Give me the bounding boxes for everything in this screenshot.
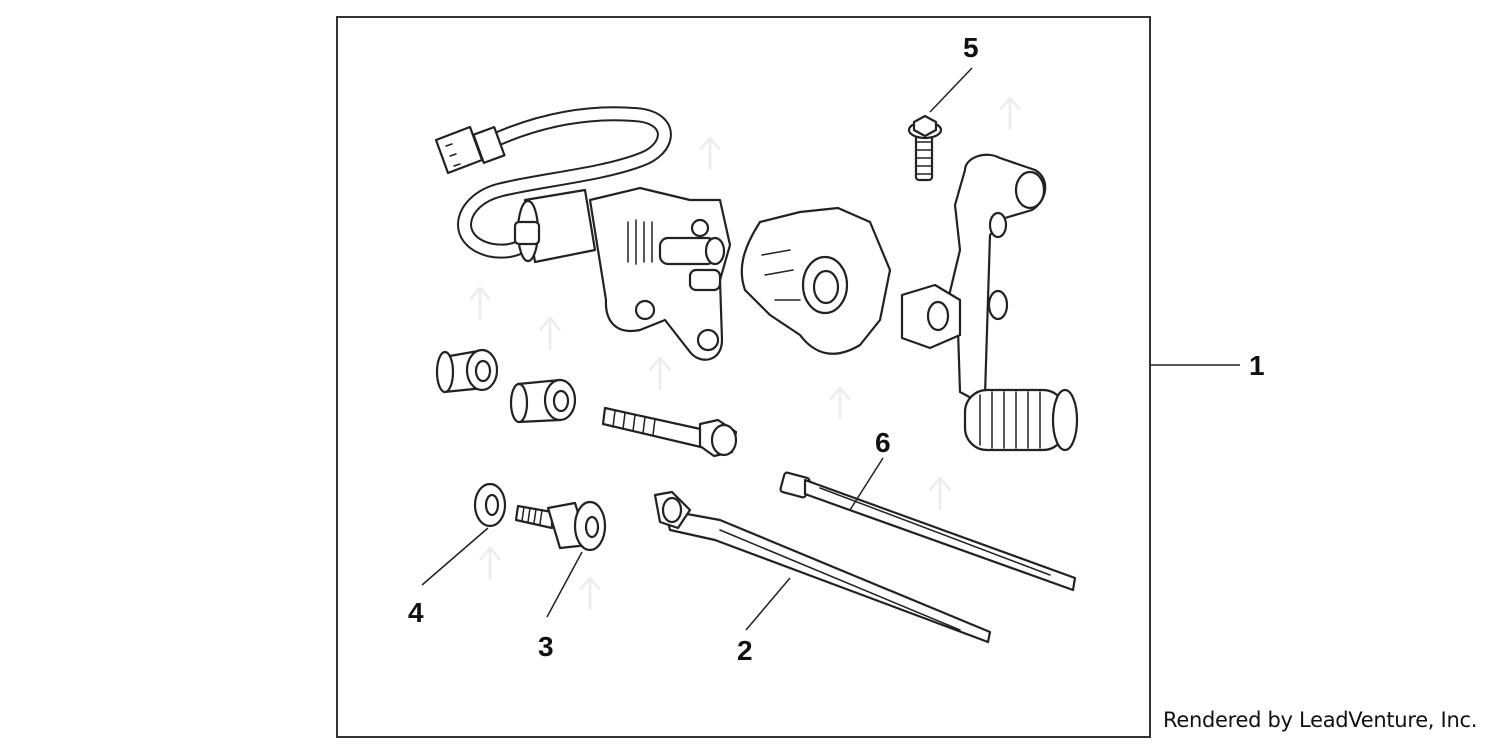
cable-tie-icon xyxy=(653,490,992,644)
quick-shifter-sensor-icon xyxy=(434,106,732,361)
leader-3 xyxy=(546,551,583,618)
callout-4: 4 xyxy=(408,597,424,628)
leader-4 xyxy=(421,527,489,586)
leader-6 xyxy=(849,457,884,511)
collar-bolt-icon xyxy=(514,500,607,552)
bolt-icon xyxy=(907,114,943,182)
leader-5 xyxy=(929,67,973,113)
callout-6: 6 xyxy=(875,427,891,458)
washer-icon xyxy=(473,482,507,528)
sensor-cover-icon xyxy=(740,206,892,355)
kit-frame xyxy=(336,16,1151,738)
callout-5: 5 xyxy=(963,32,979,63)
shift-pedal-icon xyxy=(900,153,1079,452)
collar-icon xyxy=(435,348,577,424)
cable-tie-icon-2 xyxy=(779,471,1077,592)
callout-1: 1 xyxy=(1249,350,1265,381)
watermark xyxy=(469,96,1021,610)
long-bolt-icon xyxy=(601,406,738,458)
callout-2: 2 xyxy=(737,635,753,666)
callout-3: 3 xyxy=(538,631,554,662)
leader-2 xyxy=(745,577,791,631)
credit-text: Rendered by LeadVenture, Inc. xyxy=(1163,708,1478,732)
